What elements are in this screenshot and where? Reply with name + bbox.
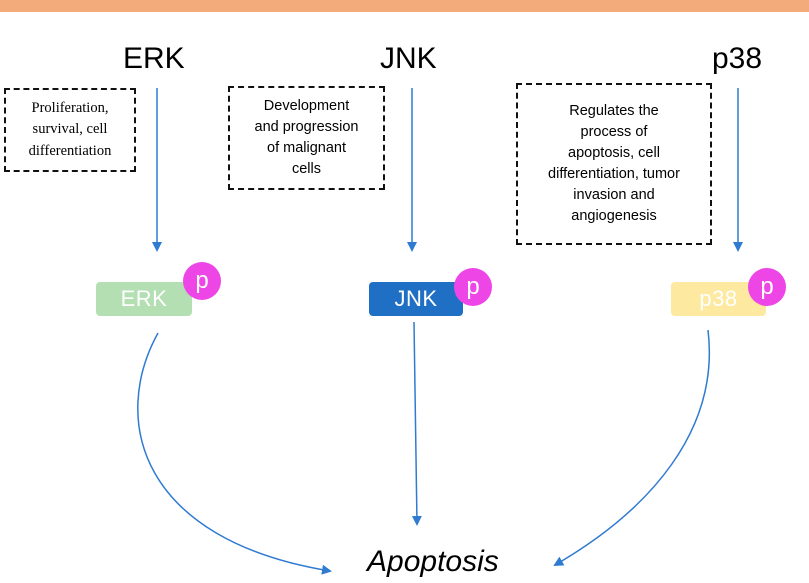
erk-function-box: Proliferation, survival, cell differenti…: [4, 88, 136, 172]
jnk-kinase: JNK: [369, 282, 463, 316]
jnk-phosphate-badge: p: [454, 268, 492, 306]
p38-function-box: Regulates the process of apoptosis, cell…: [516, 83, 712, 245]
apoptosis-label: Apoptosis: [367, 545, 499, 578]
erk-to-apoptosis-arrow: [137, 332, 332, 575]
erk-title: ERK: [123, 42, 185, 75]
jnk-to-apoptosis-arrow: [411, 321, 422, 526]
top-accent-bar: [0, 0, 809, 12]
jnk-title: JNK: [380, 42, 437, 75]
p38-title: p38: [712, 42, 763, 75]
erk-kinase: ERK: [96, 282, 192, 316]
jnk-function-box: Development and progression of malignant…: [228, 86, 385, 190]
erk-phosphate-badge: p: [183, 262, 221, 300]
p38-to-apoptosis-arrow: [553, 329, 711, 567]
p38-phosphate-badge: p: [748, 268, 786, 306]
